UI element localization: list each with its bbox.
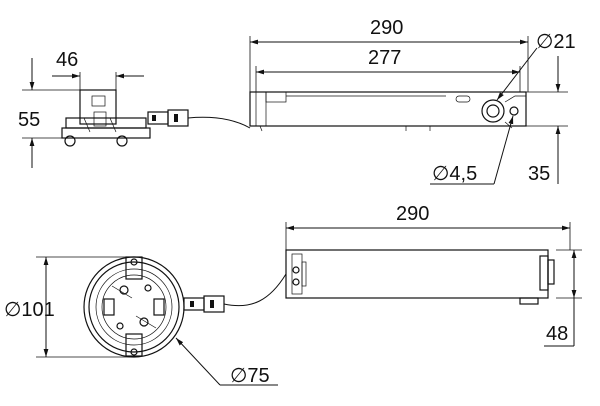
wire-bottom [223,273,287,307]
dimension-diameter-101: ∅101 [4,256,134,358]
dimension-label-55: 55 [18,109,40,131]
dimension-diameter-4-5: ∅4,5 [430,115,514,185]
dimension-277: 277 [255,47,521,92]
connector-top [147,109,189,127]
dimension-label-290-bottom: 290 [396,203,429,225]
spring-bracket [61,89,151,147]
dimension-55: 55 [18,58,80,168]
dimension-48: 48 [544,249,582,347]
dimension-label-diameter-75: ∅75 [230,365,270,387]
driver-box-bottom [285,249,555,305]
dimension-290-top: 290 [249,17,529,92]
dimension-label-290-top: 290 [370,17,403,39]
dimension-label-35: 35 [528,163,550,185]
dimension-label-diameter-4-5: ∅4,5 [432,163,477,185]
dimension-label-277: 277 [368,47,401,69]
dimension-diameter-75: ∅75 [175,337,278,387]
bottom-view: 290 ∅101 ∅75 48 [4,203,582,387]
dimension-label-diameter-101: ∅101 [4,299,55,321]
dimension-label-46: 46 [56,49,78,71]
dimension-35: 35 [520,56,568,185]
dimension-46: 46 [52,49,144,90]
wire-top [187,116,251,129]
connector-bottom [183,295,225,313]
dimension-diameter-21: ∅21 [496,31,576,101]
top-view: 46 55 290 277 ∅21 [18,17,576,185]
driver-box-top [249,91,527,132]
downlight-round [83,256,185,358]
dimension-290-bottom: 290 [285,203,571,250]
dimension-label-diameter-21: ∅21 [536,31,576,53]
dimension-label-48: 48 [546,323,568,345]
